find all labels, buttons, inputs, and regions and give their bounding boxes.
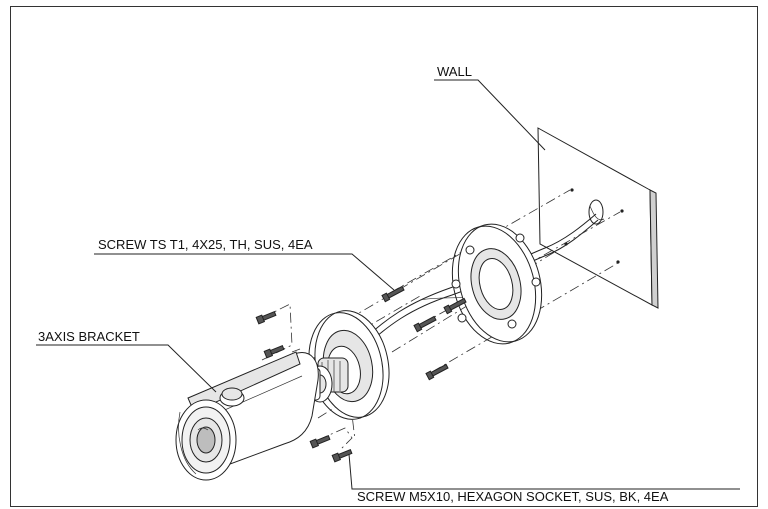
camera-body bbox=[175, 351, 319, 481]
wall-plate bbox=[537, 127, 659, 309]
mounting-plate bbox=[451, 223, 543, 345]
screw-m5-label: SCREW M5X10, HEXAGON SOCKET, SUS, BK, 4E… bbox=[357, 489, 669, 504]
screw-ts-label: SCREW TS T1, 4X25, TH, SUS, 4EA bbox=[98, 237, 313, 252]
leader-lines bbox=[36, 79, 740, 490]
wall-label: WALL bbox=[437, 64, 472, 79]
screws-ts bbox=[381, 285, 467, 381]
drawing-border bbox=[10, 6, 758, 507]
bracket-label: 3AXIS BRACKET bbox=[38, 329, 140, 344]
screws-m5 bbox=[255, 310, 353, 463]
